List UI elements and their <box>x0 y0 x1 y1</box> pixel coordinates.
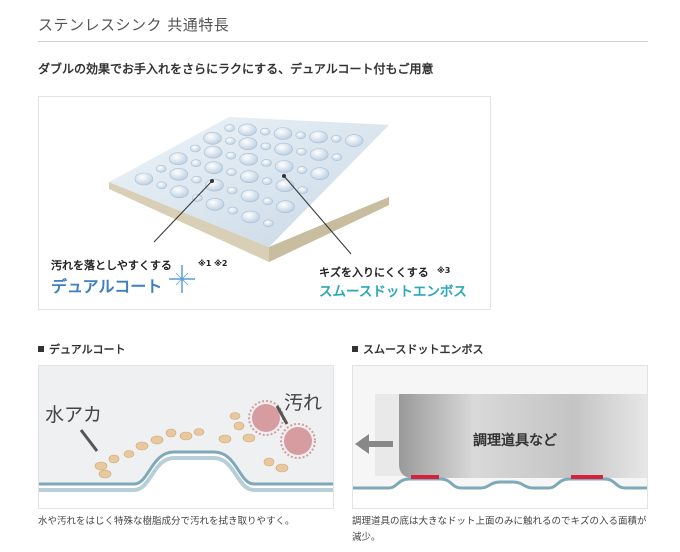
dirt-label: 汚れ <box>284 392 323 414</box>
water-droplet <box>275 463 289 473</box>
emboss-dot <box>344 134 364 147</box>
emboss-heading: スムースドットエンボス <box>352 341 483 357</box>
emboss-dot <box>331 153 343 162</box>
emboss-dot <box>274 142 293 156</box>
emboss-dot <box>226 168 237 176</box>
emboss-dot <box>262 197 273 206</box>
water-droplet <box>98 469 112 479</box>
emboss-dot <box>261 177 273 185</box>
emboss-dot <box>203 145 223 159</box>
emboss-dot <box>134 172 154 186</box>
emboss-pointer <box>283 175 352 255</box>
emboss-dot <box>274 160 294 173</box>
emboss-dot <box>204 161 224 174</box>
lead-text: ダブルの効果でお手入れをさらにラクにする、デュアルコート付もご用意 <box>38 62 434 76</box>
emboss-dot <box>169 168 189 181</box>
water-droplet <box>123 450 135 458</box>
emboss-dot <box>241 210 260 224</box>
water-droplet <box>218 434 232 444</box>
water-droplet <box>94 461 108 471</box>
dual-coat-caption: 水や汚れをはじく特殊な樹脂成分で汚れを拭き取りやすく。 <box>38 516 295 527</box>
emboss-dot <box>276 200 295 213</box>
contact-point-marker <box>411 475 439 479</box>
emboss-dot <box>238 123 257 137</box>
emboss-illustration: 調理道具など <box>352 365 648 509</box>
emboss-note: ※3 <box>437 266 451 275</box>
emboss-dot <box>155 165 167 173</box>
water-droplet <box>242 433 256 443</box>
water-scale-label: 水アカ <box>45 404 103 426</box>
dual-coat-illustration: 水アカ 汚れ <box>38 365 334 509</box>
water-droplet <box>108 454 120 464</box>
contact-point-marker <box>571 475 603 479</box>
emboss-dot <box>260 142 272 151</box>
dual-coat-cross-section <box>39 366 333 508</box>
dirt-particle-icon <box>248 400 316 459</box>
water-droplet <box>179 431 193 441</box>
emboss-dot <box>275 179 295 192</box>
emboss-dot <box>240 189 260 203</box>
dual-coat-logo-text: デュアルコート <box>51 277 163 296</box>
emboss-dot <box>190 144 201 153</box>
emboss-dot <box>309 130 328 144</box>
emboss-dot <box>295 131 307 140</box>
emboss-dot <box>259 127 271 136</box>
water-droplet <box>150 435 164 445</box>
hero-illustration: 汚れを落としやすくする ※1 ※2 デュアルコート キズを入りにくくする ※3 … <box>38 96 491 310</box>
emboss-dot <box>225 151 237 160</box>
dual-coat-heading: デュアルコート <box>38 341 125 357</box>
emboss-dot <box>238 137 258 151</box>
emboss-dot <box>227 206 239 215</box>
emboss-caption: 調理道具の底は大きなドット上面のみに触れるのでキズの入る面積が減少。 <box>352 516 647 543</box>
dual-coat-note: ※1 ※2 <box>198 259 228 268</box>
square-bullet-icon <box>38 346 44 352</box>
emboss-dot <box>309 148 329 161</box>
emboss-dot <box>168 152 188 166</box>
dual-coat-pointer <box>153 180 213 243</box>
water-droplet <box>229 412 241 420</box>
emboss-subtitle: キズを入りにくくする <box>319 266 429 279</box>
emboss-dot <box>170 185 189 198</box>
emboss-cross-section <box>353 366 647 508</box>
title-divider <box>38 41 648 42</box>
page-title: ステンレスシンク 共通特長 <box>38 16 230 34</box>
sparkle-icon <box>169 265 195 293</box>
emboss-dot <box>190 159 202 167</box>
arrow-left-icon <box>355 434 393 454</box>
emboss-dot <box>240 170 259 183</box>
square-bullet-icon <box>352 346 358 352</box>
emboss-dot <box>273 127 293 140</box>
water-droplet <box>165 428 177 438</box>
water-droplet <box>263 457 275 467</box>
emboss-logo-text: スムースドットエンボス <box>319 284 467 300</box>
cookware-label: 調理道具など <box>473 433 557 449</box>
water-droplet <box>193 428 205 436</box>
emboss-dot <box>203 131 222 145</box>
emboss-dot <box>297 186 309 194</box>
emboss-dot <box>296 166 308 174</box>
emboss-dot <box>226 186 238 195</box>
emboss-dot <box>310 167 330 180</box>
emboss-dot <box>191 175 202 184</box>
emboss-dot <box>224 124 235 132</box>
emboss-dot <box>263 219 274 228</box>
emboss-dot <box>261 159 272 167</box>
emboss-dot <box>205 198 225 211</box>
emboss-dot <box>205 178 224 192</box>
water-droplet <box>233 421 245 431</box>
emboss-dot <box>225 137 236 145</box>
emboss-dot <box>156 181 167 190</box>
embossed-surface-figure <box>109 117 389 293</box>
emboss-dot <box>239 152 258 166</box>
water-droplet <box>135 441 149 451</box>
emboss-dot <box>296 147 307 156</box>
emboss-dot <box>330 134 342 143</box>
dual-coat-subtitle: 汚れを落としやすくする <box>51 259 172 272</box>
